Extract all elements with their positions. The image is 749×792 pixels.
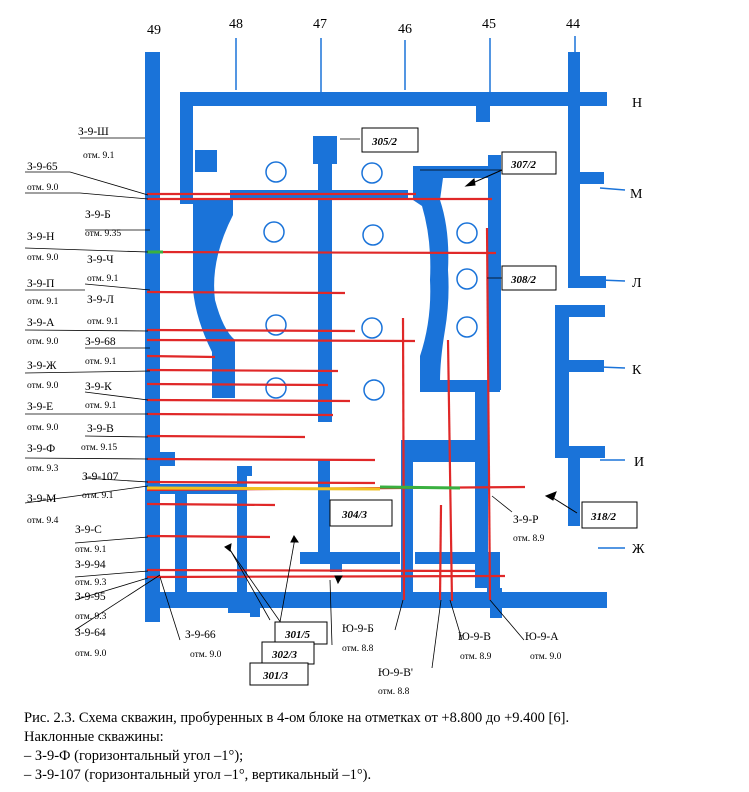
- well-elev: отм. 9.3: [27, 464, 59, 474]
- well-elev: отм. 9.1: [85, 357, 117, 367]
- well-elev: отм. 9.0: [27, 381, 59, 391]
- caption-line-4: – З-9-107 (горизонтальный угол –1°, верт…: [24, 767, 372, 783]
- well-elev: отм. 9.1: [75, 545, 107, 555]
- well-label: З-9-94: [75, 559, 106, 571]
- well-elev: отм. 8.9: [460, 652, 492, 662]
- svg-text:301/5: 301/5: [284, 629, 311, 641]
- grid-col-44: 44: [566, 17, 580, 32]
- well-elev: отм. 8.8: [342, 644, 374, 654]
- grid-col-46: 46: [398, 22, 412, 37]
- svg-text:302/3: 302/3: [271, 649, 298, 661]
- well-line-inclined: [146, 486, 381, 491]
- well-label: З-9-А: [27, 317, 55, 329]
- grid-row-I: И: [634, 455, 644, 470]
- well-elev: отм. 9.35: [85, 229, 121, 239]
- well-label: З-9-М: [27, 493, 56, 505]
- well-label: З-9-Ж: [27, 360, 57, 372]
- well-label: З-9-Л: [87, 294, 114, 306]
- well-elev: отм. 8.8: [378, 687, 410, 697]
- well-elev: отм. 9.0: [27, 253, 59, 263]
- well-elev: отм. 9.1: [82, 491, 114, 501]
- well-labels-bottom: З-9-66 отм. 9.0 Ю-9-Б отм. 8.8 Ю-9-В отм…: [185, 514, 562, 697]
- well-label: Ю-9-Б: [342, 623, 374, 635]
- caption-line-1: Рис. 2.3. Схема скважин, пробуренных в 4…: [24, 710, 570, 726]
- well-label: Ю-9-В: [458, 631, 491, 643]
- well-elev: отм. 9.1: [85, 401, 117, 411]
- leader-lines: [24, 137, 525, 669]
- well-label: З-9-Н: [27, 231, 54, 243]
- grid-col-48: 48: [229, 17, 243, 32]
- well-label: З-9-К: [85, 381, 112, 393]
- well-elev: отм. 8.9: [513, 534, 545, 544]
- well-label: З-9-Б: [85, 209, 111, 221]
- well-elev: отм. 9.0: [530, 652, 562, 662]
- well-elev: отм. 9.3: [75, 578, 107, 588]
- well-label: З-9-64: [75, 627, 106, 639]
- svg-text:305/2: 305/2: [371, 136, 398, 148]
- grid-row-K: К: [632, 363, 642, 378]
- grid-col-45: 45: [482, 17, 496, 32]
- well-label: Ю-9-А: [525, 631, 559, 643]
- well-elev: отм. 9.0: [27, 423, 59, 433]
- well-elev: отм. 9.15: [81, 443, 117, 453]
- well-label: З-9-Ф: [27, 443, 55, 455]
- well-elev: отм. 9.1: [83, 151, 115, 161]
- well-scheme-diagram: 49 48 47 46 45 44 Н М Л К И Ж: [24, 17, 645, 697]
- pointer-arrows: [224, 169, 578, 585]
- svg-text:318/2: 318/2: [590, 511, 617, 523]
- room-box-305-2: 305/2: [361, 127, 419, 153]
- svg-text:307/2: 307/2: [510, 159, 537, 171]
- well-elev: отм. 9.3: [75, 612, 107, 622]
- well-label: З-9-П: [27, 278, 54, 290]
- well-elev: отм. 9.0: [27, 183, 59, 193]
- well-elev: отм. 9.0: [75, 649, 107, 659]
- grid-col-49: 49: [147, 23, 161, 38]
- svg-text:308/2: 308/2: [510, 274, 537, 286]
- grid-row-Zh: Ж: [632, 542, 645, 557]
- well-elev: отм. 9.1: [27, 297, 59, 307]
- well-label: З-9-66: [185, 629, 216, 641]
- well-label: З-9-С: [75, 524, 102, 536]
- room-box-301-5: 301/5: [274, 621, 328, 645]
- room-box-318-2: 318/2: [581, 501, 638, 529]
- svg-text:304/3: 304/3: [341, 509, 368, 521]
- grid-row-M: М: [630, 187, 643, 202]
- grid-row-L: Л: [632, 276, 642, 291]
- well-label: З-9-95: [75, 591, 106, 603]
- well-label: З-9-Ш: [78, 126, 109, 138]
- well-label: З-9-Ч: [87, 254, 114, 266]
- room-box-307-2: 307/2: [501, 151, 557, 175]
- grid-col-47: 47: [313, 17, 327, 32]
- well-label: З-9-В: [87, 423, 114, 435]
- well-elev: отм. 9.0: [27, 337, 59, 347]
- well-labels-left: З-9-Ш отм. 9.1 З-9-65 отм. 9.0 З-9-Б отм…: [27, 126, 121, 659]
- column-circles: [263, 161, 478, 401]
- well-label: З-9-Е: [27, 401, 53, 413]
- well-label: З-9-Р: [513, 514, 539, 526]
- grid-row-N: Н: [632, 96, 642, 111]
- well-label: Ю-9-В': [378, 667, 413, 679]
- room-box-301-3: 301/3: [249, 662, 309, 686]
- well-label: З-9-65: [27, 161, 58, 173]
- well-elev: отм. 9.0: [190, 650, 222, 660]
- room-box-304-3: 304/3: [329, 499, 393, 527]
- well-elev: отм. 9.1: [87, 317, 119, 327]
- svg-text:301/3: 301/3: [262, 670, 289, 682]
- well-label: З-9-68: [85, 336, 116, 348]
- well-label: З-9-107: [82, 471, 119, 483]
- well-elev: отм. 9.1: [87, 274, 119, 284]
- figure-caption: Рис. 2.3. Схема скважин, пробуренных в 4…: [24, 709, 739, 785]
- caption-line-2: Наклонные скважины:: [24, 729, 164, 745]
- room-box-302-3: 302/3: [261, 641, 315, 665]
- well-elev: отм. 9.4: [27, 516, 59, 526]
- caption-line-3: – З-9-Ф (горизонтальный угол –1°);: [24, 748, 244, 764]
- well-line-green-2: [379, 485, 461, 490]
- room-box-308-2: 308/2: [501, 265, 557, 291]
- well-lines: [146, 192, 526, 602]
